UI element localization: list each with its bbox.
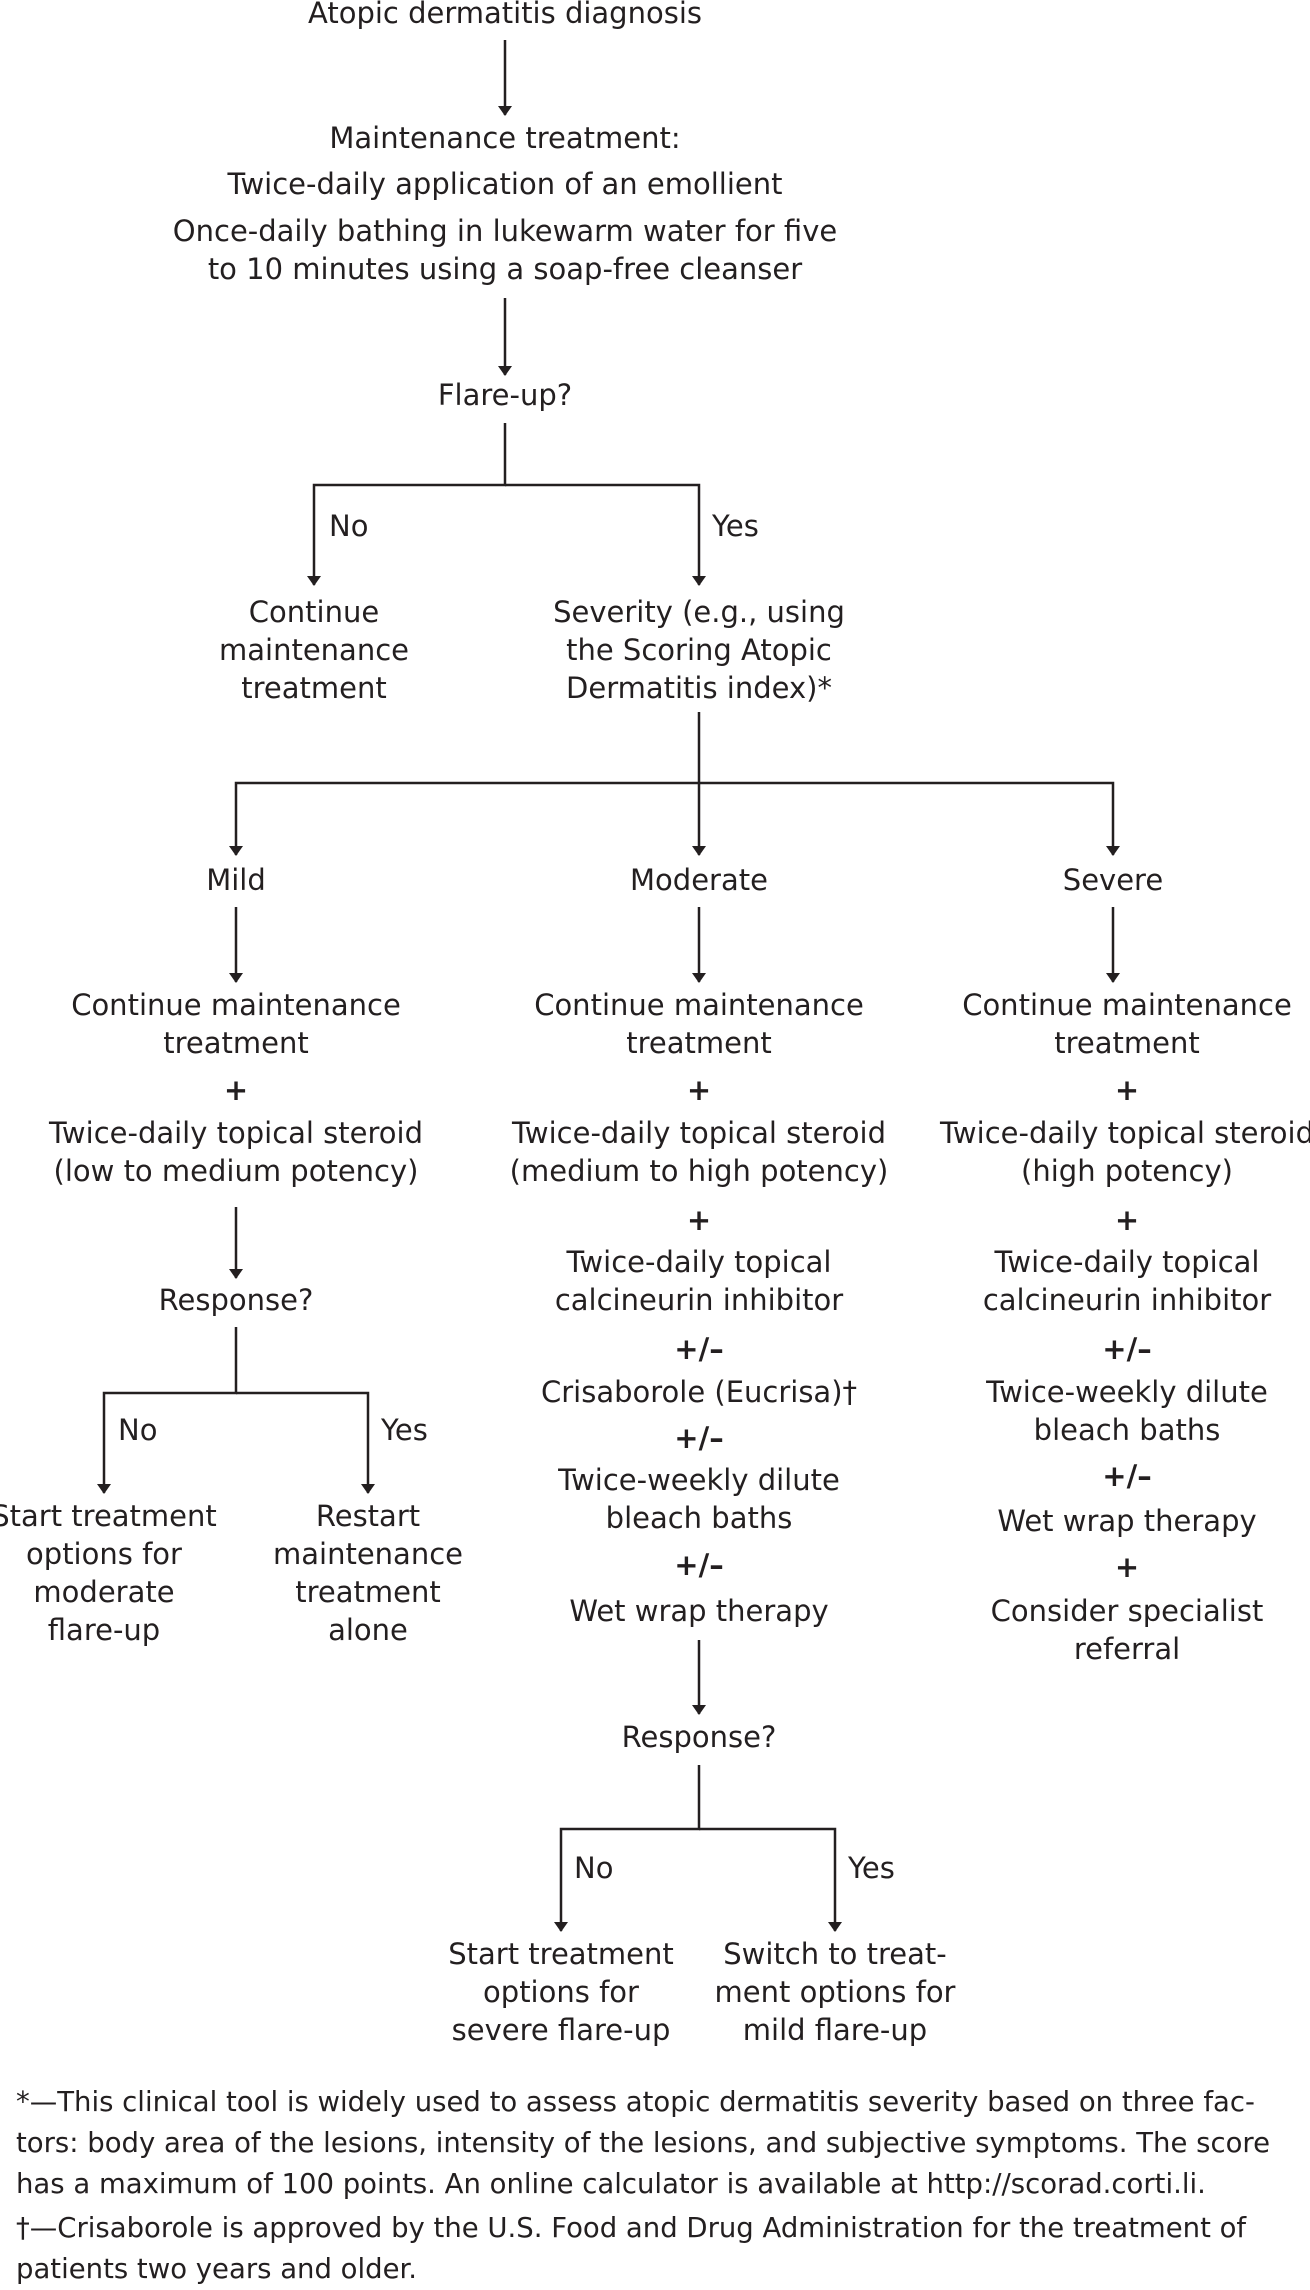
moderate-op-plus-1: + <box>686 1073 712 1107</box>
moderate-op-plusminus-3: +/– <box>674 1548 724 1582</box>
footnote-crisaborole: †—Crisaborole is approved by the U.S. Fo… <box>16 2212 1247 2285</box>
mild-yes-label: Yes <box>381 1413 428 1447</box>
mild-title: Mild <box>206 863 266 897</box>
severe-op-plus-3: + <box>1114 1550 1140 1584</box>
severe-op-plus-2: + <box>1114 1203 1140 1237</box>
moderate-step-wet-wrap: Wet wrap therapy <box>569 1594 829 1628</box>
moderate-no-label: No <box>574 1851 614 1885</box>
mild-no-label: No <box>118 1413 158 1447</box>
footnote-scorad: *—This clinical tool is widely used to a… <box>16 2086 1271 2200</box>
maintenance-bathing: Once-daily bathing in lukewarm water for… <box>172 214 838 286</box>
maintenance-title: Maintenance treatment: <box>329 121 681 155</box>
moderate-op-plusminus-1: +/– <box>674 1332 724 1366</box>
connector-severity-to-severe <box>699 781 1120 856</box>
severe-step-wet-wrap: Wet wrap therapy <box>997 1504 1257 1538</box>
moderate-step-bleach: Twice-weekly dilute bleach baths <box>558 1463 840 1535</box>
mild-yes-outcome: Restart maintenance treatment alone <box>273 1499 463 1647</box>
moderate-op-plusminus-2: +/– <box>674 1421 724 1455</box>
severe-op-plus-1: + <box>1114 1073 1140 1107</box>
connector-flare-branch <box>307 423 507 586</box>
continue-maintenance-node: Continue maintenance treatment <box>219 595 409 705</box>
flare-no-label: No <box>329 509 369 543</box>
moderate-step-steroid: Twice-daily topical steroid (medium to h… <box>509 1116 889 1188</box>
moderate-no-outcome: Start treatment options for severe flare… <box>448 1937 674 2047</box>
diagnosis-node: Atopic dermatitis diagnosis <box>308 0 702 30</box>
mild-no-outcome: Start treatment options for moderate fla… <box>0 1499 217 1647</box>
flare-up-question: Flare-up? <box>437 378 573 412</box>
severe-step-calcineurin: Twice-daily topical calcineurin inhibito… <box>982 1245 1272 1317</box>
severe-step-steroid: Twice-daily topical steroid (high potenc… <box>940 1116 1310 1188</box>
maintenance-emollient: Twice-daily application of an emollient <box>227 167 783 201</box>
flare-yes-label: Yes <box>712 509 759 543</box>
connector-severity-to-mild <box>229 712 701 856</box>
moderate-yes-label: Yes <box>848 1851 895 1885</box>
moderate-step-calcineurin: Twice-daily topical calcineurin inhibito… <box>554 1245 844 1317</box>
connector-mild-response-yes <box>236 1391 375 1494</box>
severe-step-bleach: Twice-weekly dilute bleach baths <box>986 1375 1268 1447</box>
connector-moderate-response-no <box>554 1765 701 1932</box>
mild-response-question: Response? <box>158 1283 314 1317</box>
severity-node: Severity (e.g., using the Scoring Atopic… <box>553 595 845 705</box>
moderate-step-maintenance: Continue maintenance treatment <box>534 988 864 1060</box>
moderate-op-plus-2: + <box>686 1203 712 1237</box>
connector-moderate-response-yes <box>699 1827 842 1932</box>
severe-step-maintenance: Continue maintenance treatment <box>962 988 1292 1060</box>
connector-flare-yes <box>505 483 706 586</box>
mild-step-steroid: Twice-daily topical steroid (low to medi… <box>49 1116 423 1188</box>
connector-mild-response-no <box>97 1327 238 1494</box>
mild-step-maintenance: Continue maintenance treatment <box>71 988 401 1060</box>
moderate-yes-outcome: Switch to treat- ment options for mild f… <box>714 1937 956 2047</box>
mild-op-plus: + <box>223 1073 249 1107</box>
severe-title: Severe <box>1062 863 1164 897</box>
severe-step-referral: Consider specialist referral <box>990 1594 1264 1666</box>
moderate-title: Moderate <box>630 863 768 897</box>
moderate-response-question: Response? <box>621 1720 777 1754</box>
moderate-step-crisaborole: Crisaborole (Eucrisa)† <box>540 1375 858 1409</box>
severe-op-plusminus-1: +/– <box>1102 1332 1152 1366</box>
severe-op-plusminus-2: +/– <box>1102 1459 1152 1493</box>
